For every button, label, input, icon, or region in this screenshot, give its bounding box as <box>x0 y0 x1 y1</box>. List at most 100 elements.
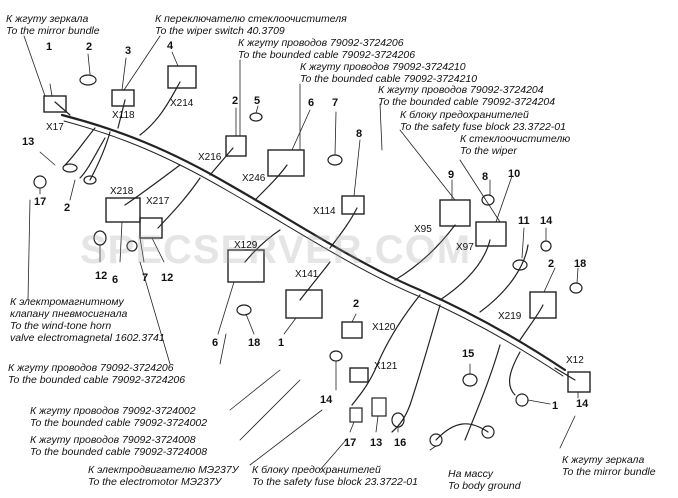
branch-x219 <box>519 304 544 341</box>
connector-label: X95 <box>414 224 432 235</box>
connector-label: X118 <box>112 110 135 121</box>
connector-label: X120 <box>372 322 396 333</box>
branch-x214 <box>139 81 181 136</box>
part-number: 14 <box>540 215 553 227</box>
pin-6-a <box>327 154 343 166</box>
branch-x218 <box>124 164 181 206</box>
stub-13 <box>79 137 106 179</box>
branch-x17 <box>54 101 71 116</box>
pin-14-b <box>462 373 478 387</box>
connector-label: X12 <box>566 355 584 366</box>
connector-x12-body <box>567 371 591 393</box>
part-number: 9 <box>448 169 455 181</box>
pin-2-b <box>249 112 263 122</box>
connector-label: X218 <box>110 186 134 197</box>
branch-x141 <box>299 261 331 301</box>
branch-ground <box>464 344 501 441</box>
part-number: 3 <box>125 45 132 57</box>
leader-lines <box>23 35 579 471</box>
connector-x114-body <box>341 195 365 215</box>
ring-16-b <box>481 425 495 439</box>
connector-label: X217 <box>146 196 170 207</box>
tip-17 <box>83 175 97 185</box>
branch-lower-2 <box>391 304 441 433</box>
pin-13-a <box>33 175 47 189</box>
connector-x246-body <box>267 149 305 177</box>
part-number: 2 <box>548 258 555 270</box>
branch-x114 <box>329 207 358 249</box>
part-number: 14 <box>320 394 333 406</box>
part-number: 18 <box>574 258 587 270</box>
part-number: 2 <box>353 298 360 310</box>
pin-6-b <box>236 304 252 316</box>
part-number: 7 <box>332 97 339 109</box>
part-number: 10 <box>508 168 521 180</box>
connector-x17-body <box>43 95 67 113</box>
connector-label: X246 <box>242 173 266 184</box>
connector-label: X214 <box>170 98 194 109</box>
ground-strap <box>435 423 489 441</box>
connector-x120-body <box>341 321 363 339</box>
connector-x97-body <box>475 221 507 247</box>
part-number: 18 <box>248 337 261 349</box>
watermark: SPECSERVER.COM <box>80 228 472 272</box>
part-number: 1 <box>552 400 559 412</box>
branch-x118 <box>117 99 126 129</box>
connector-x219-body <box>529 291 557 319</box>
connector-x141-body <box>285 289 323 319</box>
connector-x118-body <box>111 89 135 107</box>
part-number: 8 <box>482 171 489 183</box>
branch-x12 <box>554 367 576 381</box>
plug-14 <box>349 407 363 423</box>
connector-label: X97 <box>456 242 474 253</box>
connector-label: X17 <box>46 122 64 133</box>
part-number: 2 <box>86 41 93 53</box>
part-number: 1 <box>46 41 53 53</box>
part-number: 7 <box>142 272 149 284</box>
tip-14 <box>62 163 78 173</box>
pin-9 <box>481 194 495 206</box>
branch-14-15 <box>508 351 521 396</box>
connector-label: X216 <box>198 152 222 163</box>
part-number: 13 <box>370 437 383 449</box>
part-number: 16 <box>394 437 407 449</box>
branch-x95 <box>394 224 456 281</box>
part-number: 4 <box>167 40 174 52</box>
stub-14 <box>64 127 96 166</box>
pin-2-e <box>329 350 343 362</box>
branch-x129 <box>244 229 281 263</box>
plug-17 <box>371 397 387 417</box>
branch-lower <box>351 294 421 406</box>
part-number: 6 <box>308 97 315 109</box>
harness-trunk-inner <box>63 120 564 377</box>
part-number: 2 <box>64 202 71 214</box>
connector-label: X219 <box>498 311 522 322</box>
pin-2-d <box>569 282 583 294</box>
connector-label: X129 <box>234 240 258 251</box>
connector-label: X114 <box>313 206 336 217</box>
connector-x129-body <box>227 249 265 283</box>
connector-label: X141 <box>295 269 319 280</box>
pin-10 <box>512 259 528 271</box>
connector-x214-body <box>167 65 197 89</box>
part-number: 15 <box>462 348 475 360</box>
part-number: 17 <box>34 196 47 208</box>
part-number: 12 <box>95 270 108 282</box>
pin-12 <box>126 240 138 252</box>
stub-17 <box>89 131 111 181</box>
part-number: 8 <box>356 128 363 140</box>
connector-x218-body <box>105 197 141 223</box>
ring-15 <box>515 393 529 407</box>
